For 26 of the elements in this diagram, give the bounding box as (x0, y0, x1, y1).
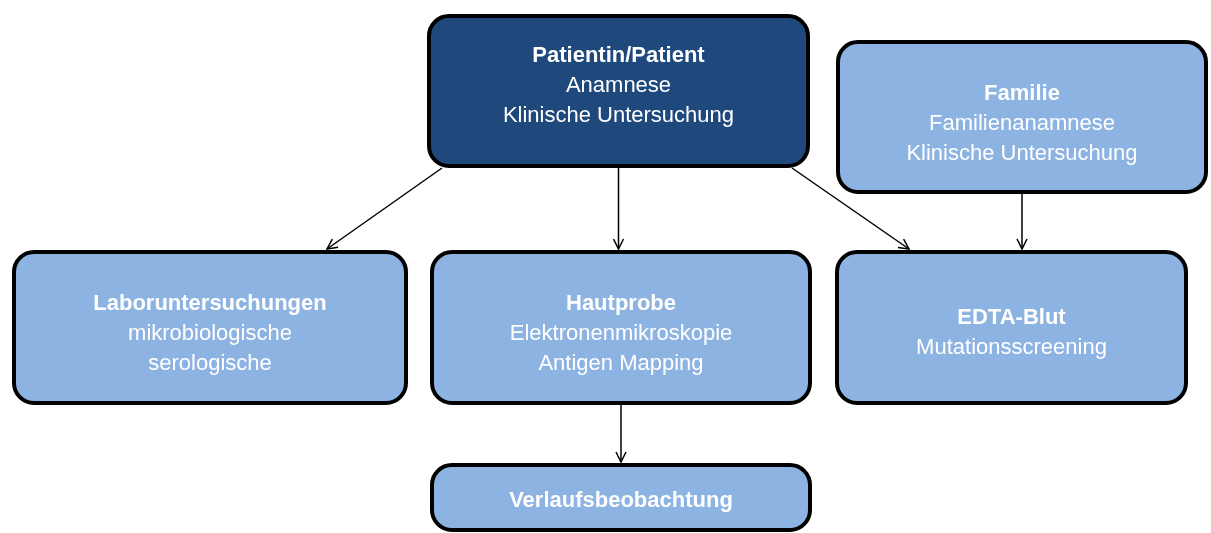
process-box (12, 250, 408, 405)
process-box (835, 250, 1188, 405)
box-text: Klinische Untersuchung (502, 101, 735, 129)
box-text: mikrobiologische (128, 319, 292, 347)
box-heading: Patientin/Patient (532, 41, 705, 69)
arrow (326, 167, 443, 250)
box-heading: EDTA-Blut (957, 303, 1066, 331)
arrow (791, 167, 910, 250)
box-heading: Verlaufsbeobachtung (509, 486, 733, 514)
box-text: Anamnese (565, 71, 672, 99)
process-box (836, 40, 1208, 194)
box-text: serologische (148, 349, 272, 377)
process-box (427, 14, 810, 168)
process-box (430, 250, 812, 405)
box-text: Klinische Untersuchung (906, 139, 1138, 167)
box-heading: Hautprobe (566, 289, 676, 317)
arrow (1016, 193, 1028, 250)
box-text: Elektronenmikroskopie (509, 319, 733, 347)
box-text: Antigen Mapping (538, 349, 704, 377)
arrow (612, 167, 625, 250)
arrow (615, 404, 627, 463)
box-text: Familienanamnese (929, 109, 1115, 137)
box-heading: Familie (984, 79, 1060, 107)
process-box (430, 463, 812, 532)
box-heading: Laboruntersuchungen (93, 289, 327, 317)
box-text: Mutationsscreening (916, 333, 1107, 361)
